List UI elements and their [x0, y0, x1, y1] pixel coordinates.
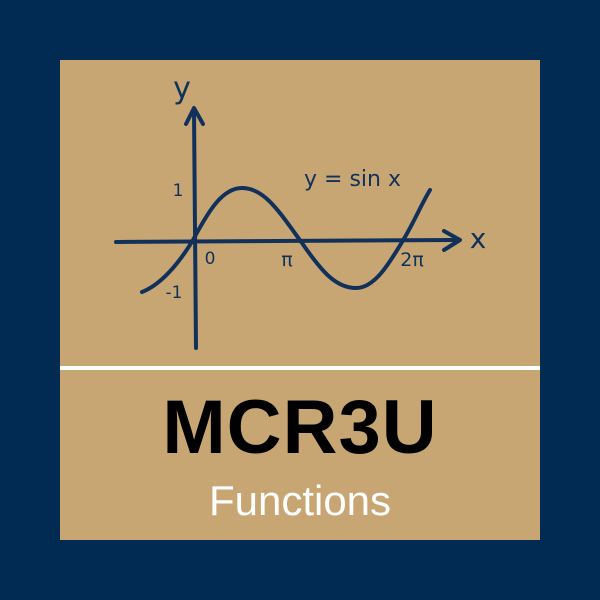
equation-label: y = sin x: [304, 167, 401, 192]
tick-label-two-pi: 2π: [400, 249, 424, 271]
x-axis: [114, 238, 457, 244]
course-subject: Functions: [208, 477, 392, 524]
tick-label-neg-one: -1: [166, 283, 183, 303]
x-axis-label: x: [470, 222, 487, 255]
y-axis: [192, 108, 198, 350]
course-code: MCR3U: [162, 385, 438, 470]
tick-label-pi: π: [281, 249, 292, 271]
course-card: y x y = sin x 1 -1 0 π 2π MCR3U Function…: [60, 60, 540, 540]
y-axis-label: y: [173, 71, 191, 106]
y-axis-arrow-icon: [184, 106, 205, 126]
sine-curve: [140, 185, 432, 294]
tick-label-one: 1: [173, 181, 184, 201]
x-axis-arrow-icon: [442, 229, 462, 252]
divider-line: [60, 366, 540, 370]
sine-graph: y x y = sin x 1 -1 0 π 2π: [114, 71, 487, 350]
tick-label-zero: 0: [205, 249, 216, 269]
